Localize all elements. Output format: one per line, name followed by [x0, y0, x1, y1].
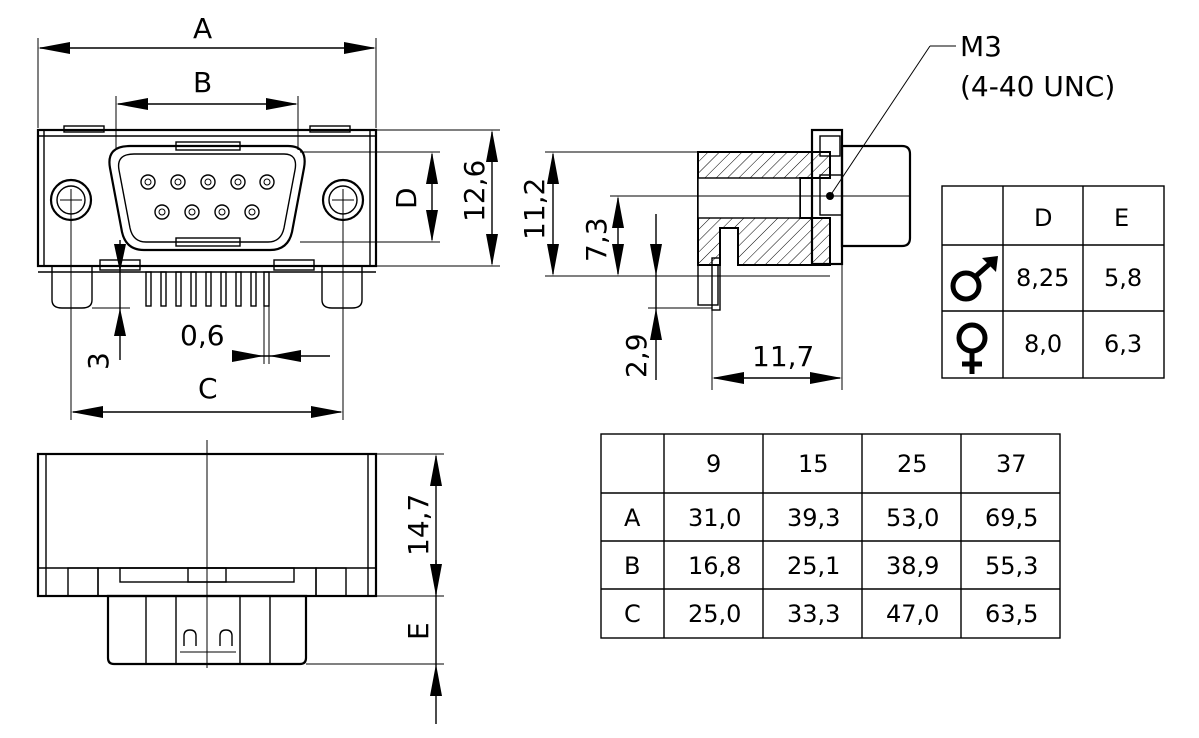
dim-2-9-label: 2,9 — [620, 333, 653, 378]
gender-table: D E 8,25 5,8 8,0 6,3 — [941, 185, 1165, 379]
thread-label-unc: (4-40 UNC) — [960, 70, 1115, 103]
size-C-25: 47,0 — [886, 600, 939, 628]
size-C-9: 25,0 — [688, 600, 741, 628]
size-table: 9 15 25 37 A 31,0 39,3 53,0 69,5 B 16,8 … — [600, 433, 1061, 639]
dim-12-6-label: 12,6 — [458, 160, 491, 222]
dim-3-label: 3 — [82, 352, 115, 370]
size-header-15: 15 — [798, 450, 829, 478]
size-row-label-A: A — [624, 504, 641, 532]
size-B-25: 38,9 — [886, 552, 939, 580]
male-D-value: 8,25 — [1016, 264, 1069, 292]
thread-label-m3: M3 — [960, 30, 1002, 63]
size-row-label-C: C — [624, 600, 641, 628]
size-B-37: 55,3 — [985, 552, 1038, 580]
size-row-label-B: B — [624, 552, 640, 580]
size-A-15: 39,3 — [787, 504, 840, 532]
size-C-15: 33,3 — [787, 600, 840, 628]
dim-11-2-label: 11,2 — [518, 178, 551, 240]
dim-7-3-label: 7,3 — [580, 217, 613, 262]
solder-pins — [145, 271, 270, 307]
size-header-25: 25 — [897, 450, 928, 478]
dim-D-label: D — [390, 187, 423, 209]
contact-pins — [140, 174, 275, 220]
size-B-15: 25,1 — [787, 552, 840, 580]
size-header-37: 37 — [996, 450, 1027, 478]
dim-14-7-label: 14,7 — [402, 494, 435, 556]
size-C-37: 63,5 — [985, 600, 1038, 628]
size-A-37: 69,5 — [985, 504, 1038, 532]
female-symbol-icon — [956, 322, 988, 374]
dim-0-6-label: 0,6 — [180, 319, 225, 352]
gender-header-E: E — [1114, 204, 1129, 232]
female-E-value: 6,3 — [1104, 330, 1142, 358]
top-view: 14,7 E — [36, 440, 444, 724]
side-section-view: M3 (4-40 UNC) 11,2 7,3 2,9 11,7 — [518, 30, 1115, 390]
female-D-value: 8,0 — [1024, 330, 1062, 358]
dim-11-7-label: 11,7 — [752, 340, 814, 373]
size-header-9: 9 — [706, 450, 721, 478]
male-symbol-icon — [950, 256, 998, 302]
size-B-9: 16,8 — [688, 552, 741, 580]
size-A-9: 31,0 — [688, 504, 741, 532]
gender-header-D: D — [1034, 204, 1052, 232]
dim-A-label: A — [193, 12, 212, 45]
size-A-25: 53,0 — [886, 504, 939, 532]
dim-C-label: C — [198, 372, 218, 405]
front-view: A B — [36, 12, 500, 420]
dim-B-label: B — [193, 66, 212, 99]
male-E-value: 5,8 — [1104, 264, 1142, 292]
dim-E-label: E — [402, 622, 435, 640]
